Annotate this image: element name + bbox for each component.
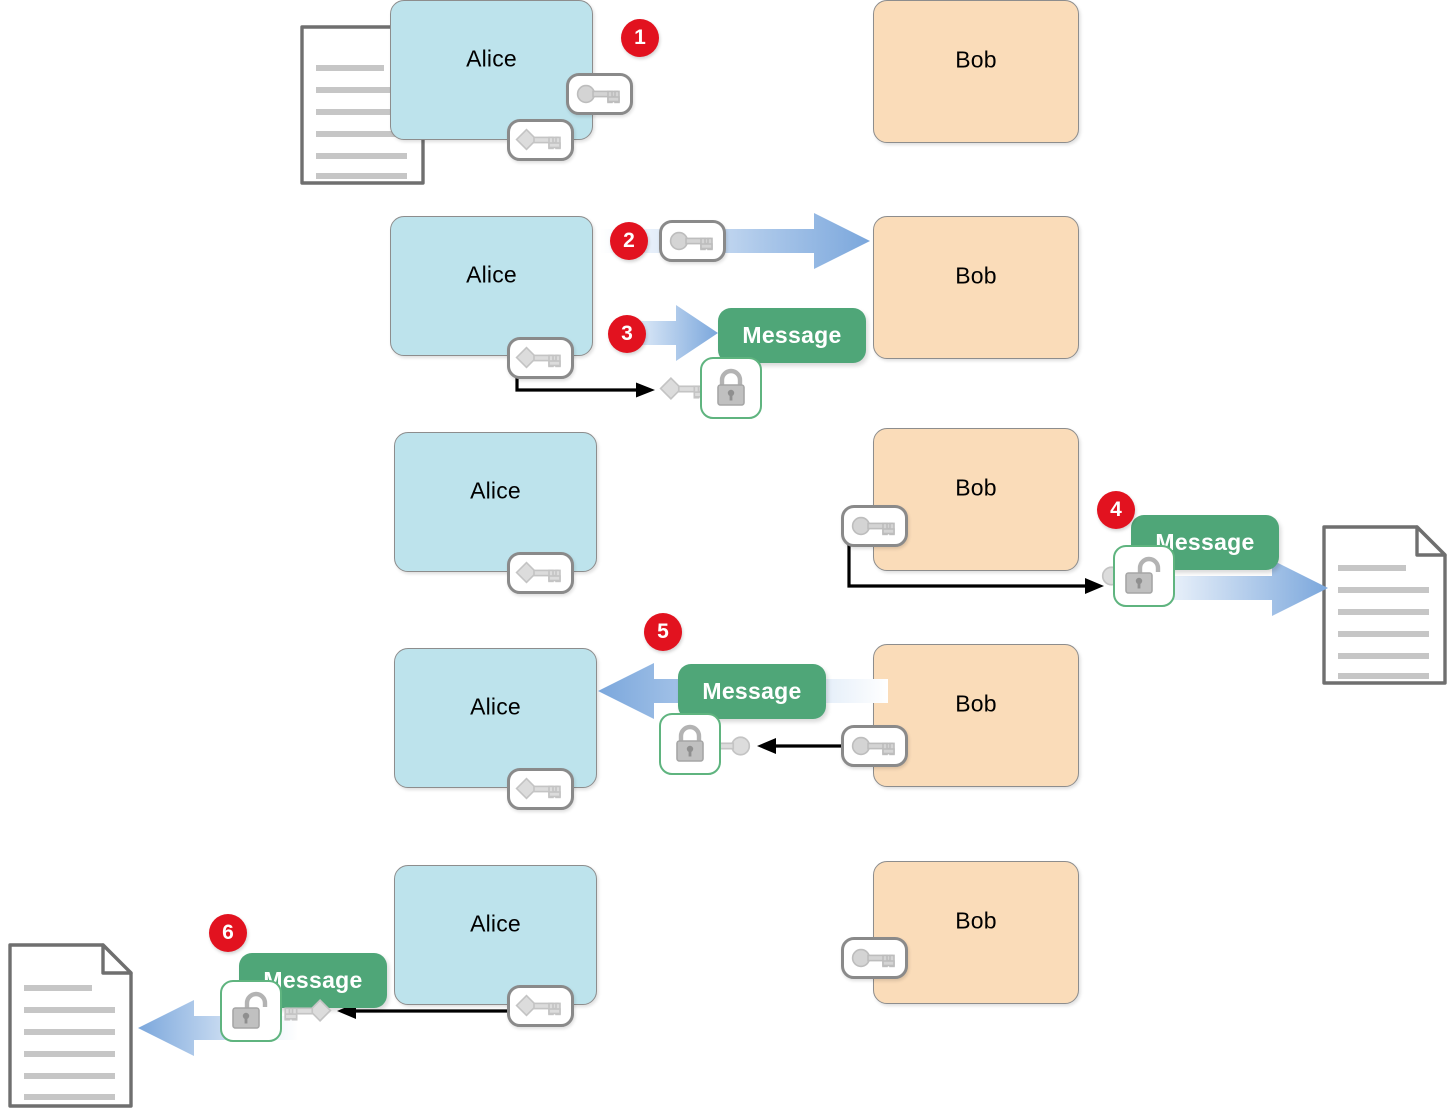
step-badge-1: 1 <box>621 19 659 57</box>
step-badge-4: 4 <box>1097 491 1135 529</box>
public-key-card-bob-row5[interactable] <box>841 937 908 979</box>
step-badge-6: 6 <box>209 914 247 952</box>
diamond-head-key-icon <box>514 346 566 370</box>
public-key-card-bob-row3[interactable] <box>841 505 908 547</box>
step-badge-2: 2 <box>610 222 648 260</box>
diamond-head-key-icon <box>514 994 566 1018</box>
round-head-key-icon <box>668 229 718 253</box>
actor-box-bob-row1[interactable]: Bob <box>873 0 1079 143</box>
private-key-card-alice-row3[interactable] <box>507 552 574 594</box>
actor-box-alice-row1[interactable]: Alice <box>390 0 593 140</box>
message-label: Message <box>742 322 842 348</box>
message-box-step5[interactable]: Message <box>678 664 826 719</box>
round-head-key-icon <box>575 82 625 106</box>
diamond-head-key-icon <box>514 128 566 152</box>
padlock-closed-icon <box>714 368 748 407</box>
padlock-open-icon <box>231 991 271 1030</box>
lock-card-closed-step5[interactable] <box>659 713 721 775</box>
actor-label-bob: Bob <box>955 262 997 289</box>
actor-label-alice: Alice <box>470 477 521 504</box>
round-head-key-icon <box>850 514 900 538</box>
actor-box-bob-row4[interactable]: Bob <box>873 644 1079 787</box>
actor-box-alice-row2[interactable]: Alice <box>390 216 593 356</box>
private-key-card-alice-row2[interactable] <box>507 337 574 379</box>
diamond-head-key-icon-step6 <box>279 998 332 1024</box>
round-head-key-icon <box>850 946 900 970</box>
actor-label-bob: Bob <box>955 474 997 501</box>
step-badge-5: 5 <box>644 613 682 651</box>
diamond-head-key-icon <box>514 777 566 801</box>
document-icon-row5 <box>8 943 133 1108</box>
step-badge-3: 3 <box>608 315 646 353</box>
elbow-connector-arrow-icon-step4 <box>846 542 1116 594</box>
arrow-left-connector-icon-step5 <box>750 735 845 757</box>
actor-label-bob: Bob <box>955 690 997 717</box>
actor-label-alice: Alice <box>470 693 521 720</box>
actor-box-alice-row3[interactable]: Alice <box>394 432 597 572</box>
message-label: Message <box>702 678 802 704</box>
arrow-right-icon-step2 <box>600 213 870 269</box>
actor-box-alice-row5[interactable]: Alice <box>394 865 597 1005</box>
actor-label-alice: Alice <box>466 45 517 72</box>
arrow-left-icon-step6 <box>138 1000 298 1056</box>
diamond-head-key-icon <box>514 561 566 585</box>
actor-box-alice-row4[interactable]: Alice <box>394 648 597 788</box>
actor-label-bob: Bob <box>955 46 997 73</box>
actor-label-bob: Bob <box>955 907 997 934</box>
private-key-card-alice-row4[interactable] <box>507 768 574 810</box>
arrow-right-icon-step4 <box>1118 560 1328 616</box>
lock-card-closed-step3[interactable] <box>700 357 762 419</box>
elbow-connector-arrow-icon-step3 <box>514 374 664 399</box>
round-head-key-icon <box>850 734 900 758</box>
actor-label-alice: Alice <box>470 910 521 937</box>
actor-box-bob-row2[interactable]: Bob <box>873 216 1079 359</box>
arrow-right-icon-step3 <box>618 305 718 361</box>
lock-card-open-step6[interactable] <box>220 980 282 1042</box>
lock-card-open-step4[interactable] <box>1113 545 1175 607</box>
actor-box-bob-row3[interactable]: Bob <box>873 428 1079 571</box>
public-key-card-bob-row4[interactable] <box>841 725 908 767</box>
message-box-step3[interactable]: Message <box>718 308 866 363</box>
padlock-closed-icon <box>673 724 707 763</box>
actor-box-bob-row5[interactable]: Bob <box>873 861 1079 1004</box>
private-key-card-alice-row5[interactable] <box>507 985 574 1027</box>
document-icon-row3 <box>1322 525 1447 685</box>
public-key-card-alice-row1[interactable] <box>566 73 633 115</box>
actor-label-alice: Alice <box>466 261 517 288</box>
private-key-card-alice-row1[interactable] <box>507 119 574 161</box>
public-key-card-transfer-step2[interactable] <box>659 220 726 262</box>
padlock-open-icon <box>1124 556 1164 595</box>
